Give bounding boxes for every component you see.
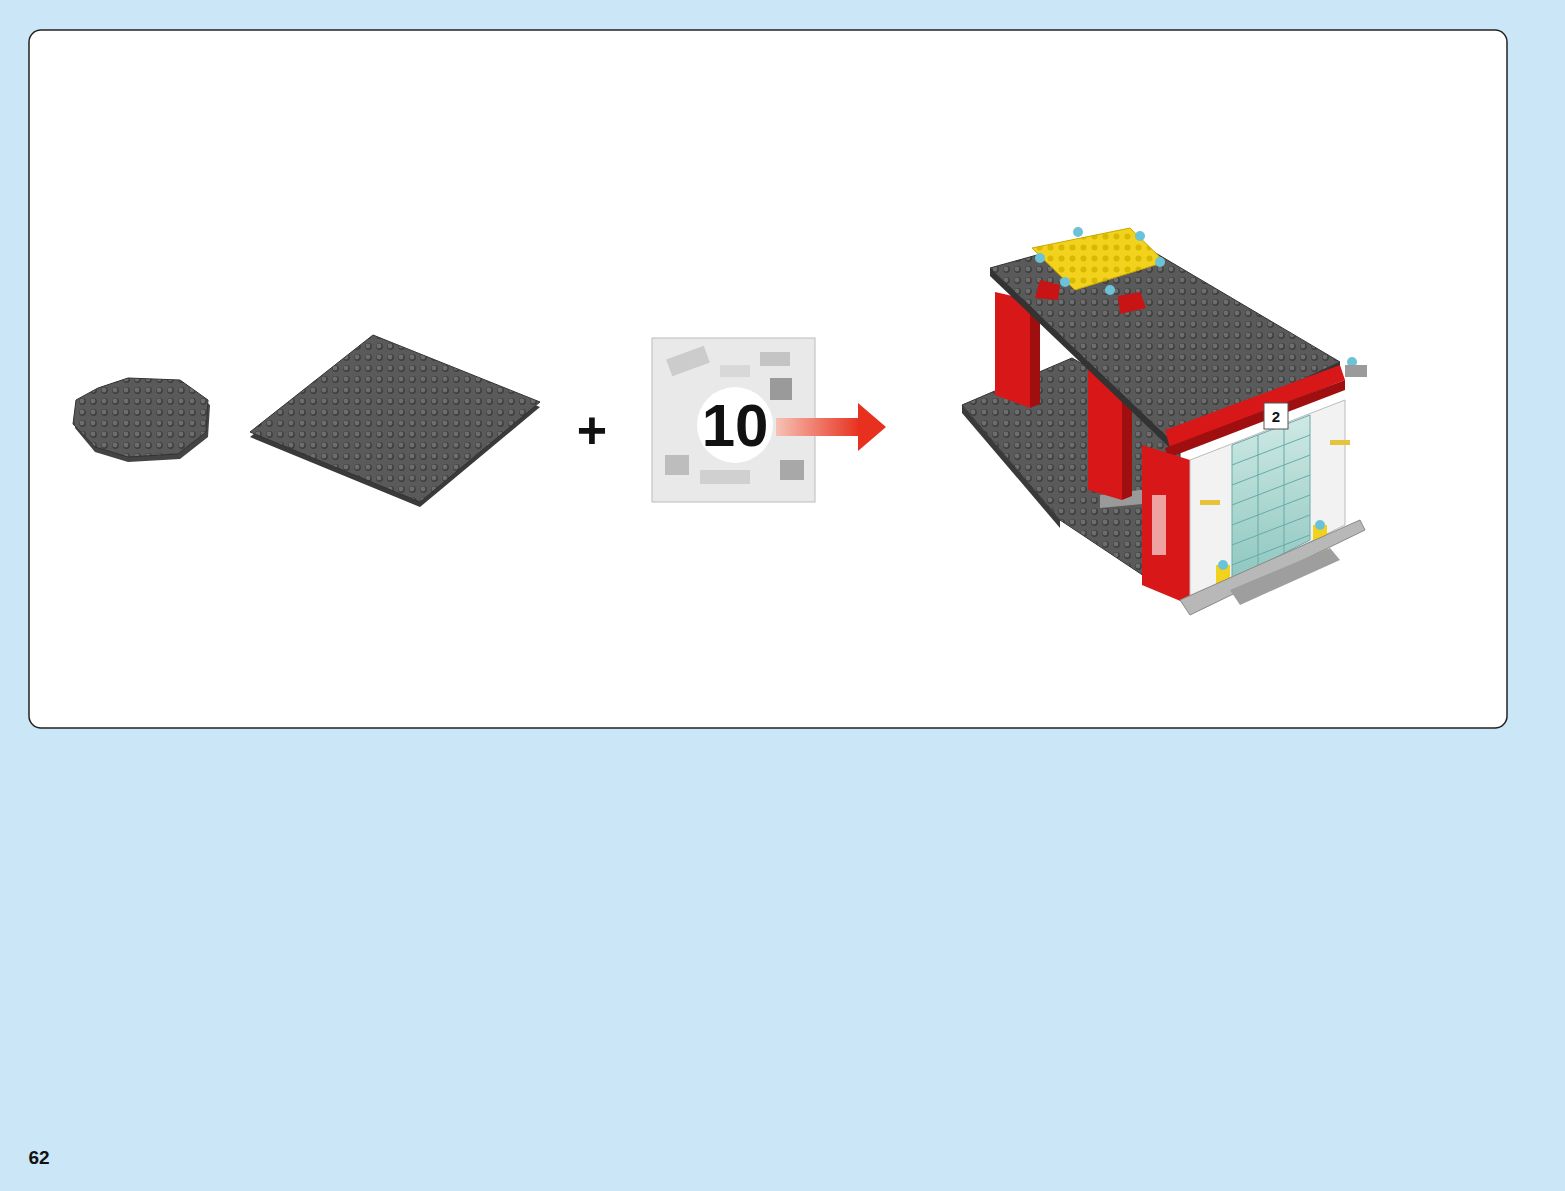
baseplate: [250, 335, 540, 507]
plus-sign: +: [577, 404, 607, 456]
octagon-plate: [73, 378, 210, 462]
step-panel: [29, 30, 1507, 728]
page-number: 62: [28, 1148, 49, 1167]
sign-number: 2: [1272, 409, 1280, 424]
bag-number: 10: [702, 396, 769, 456]
step-arrow: [776, 403, 886, 451]
fire-station-model: [962, 227, 1367, 615]
